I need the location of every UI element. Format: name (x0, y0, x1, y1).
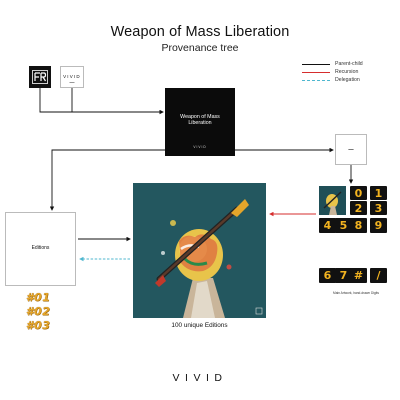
artwork-illustration (133, 183, 266, 318)
digit-tile: 6 (319, 268, 336, 283)
editions-label: Editions (31, 245, 50, 251)
source-logo-fr[interactable] (29, 66, 51, 88)
editions-node[interactable]: Editions (5, 212, 76, 286)
legend-line-dashed-blue (302, 80, 330, 81)
digit-tile: 3 (370, 201, 387, 215)
child-node-box[interactable]: ▬▬ (335, 134, 367, 165)
digit-tile: 9 (370, 218, 387, 233)
edge-fr-to-root (39, 88, 164, 115)
child-node-mark-icon: ▬▬ (348, 148, 354, 151)
legend-item-recursion: Recursion (302, 69, 392, 77)
vivid-wordmark: VIVID (63, 74, 81, 79)
diagram-title: Weapon of Mass Liberation (110, 24, 290, 40)
legend-label: Recursion (335, 69, 359, 75)
edition-number-3: #03 (26, 319, 51, 332)
source-logo-vivid[interactable]: VIVID ▬▬ (60, 66, 84, 88)
main-artwork-image[interactable] (133, 183, 266, 318)
card-footer-brand: VIVID (193, 145, 207, 149)
legend-label: Delegation (335, 77, 360, 83)
edition-number-1: #01 (26, 291, 51, 304)
root-artwork-card[interactable]: Weapon of Mass Liberation VIVID (165, 88, 235, 156)
vivid-sub-mark-icon: ▬▬ (69, 81, 75, 84)
digit-tile: / (370, 268, 387, 283)
edge-root-to-editions (49, 149, 165, 211)
digit-tile: 5 (335, 218, 352, 233)
legend-label: Parent-child (335, 61, 363, 67)
legend-item-parent-child: Parent-child (302, 61, 392, 69)
digit-tile: 4 (319, 218, 336, 233)
legend-line-solid-black (302, 64, 330, 65)
footer-brand: VIVID (172, 372, 228, 384)
diagram-subtitle: Provenance tree (161, 42, 239, 54)
artwork-caption: 100 unique Editions (171, 322, 228, 329)
artwork-thumbnail-image (319, 186, 346, 215)
edition-number-2: #02 (26, 305, 51, 318)
digit-tile: 1 (370, 186, 387, 200)
legend: Parent-child Recursion Delegation (302, 61, 392, 85)
fr-logo-icon (32, 70, 48, 84)
legend-line-solid-red (302, 72, 330, 73)
digit-tile: 7 (335, 268, 352, 283)
legend-item-delegation: Delegation (302, 77, 392, 85)
digit-tile: 2 (350, 201, 367, 215)
artwork-thumbnail[interactable] (319, 186, 346, 215)
card-title: Weapon of Mass Liberation (180, 114, 220, 127)
digit-tile: 8 (350, 218, 367, 233)
digit-tile: # (350, 268, 367, 283)
digit-grid-caption: Main Artwork, hand-drawn Digits (333, 291, 379, 295)
digit-tile: 0 (350, 186, 367, 200)
